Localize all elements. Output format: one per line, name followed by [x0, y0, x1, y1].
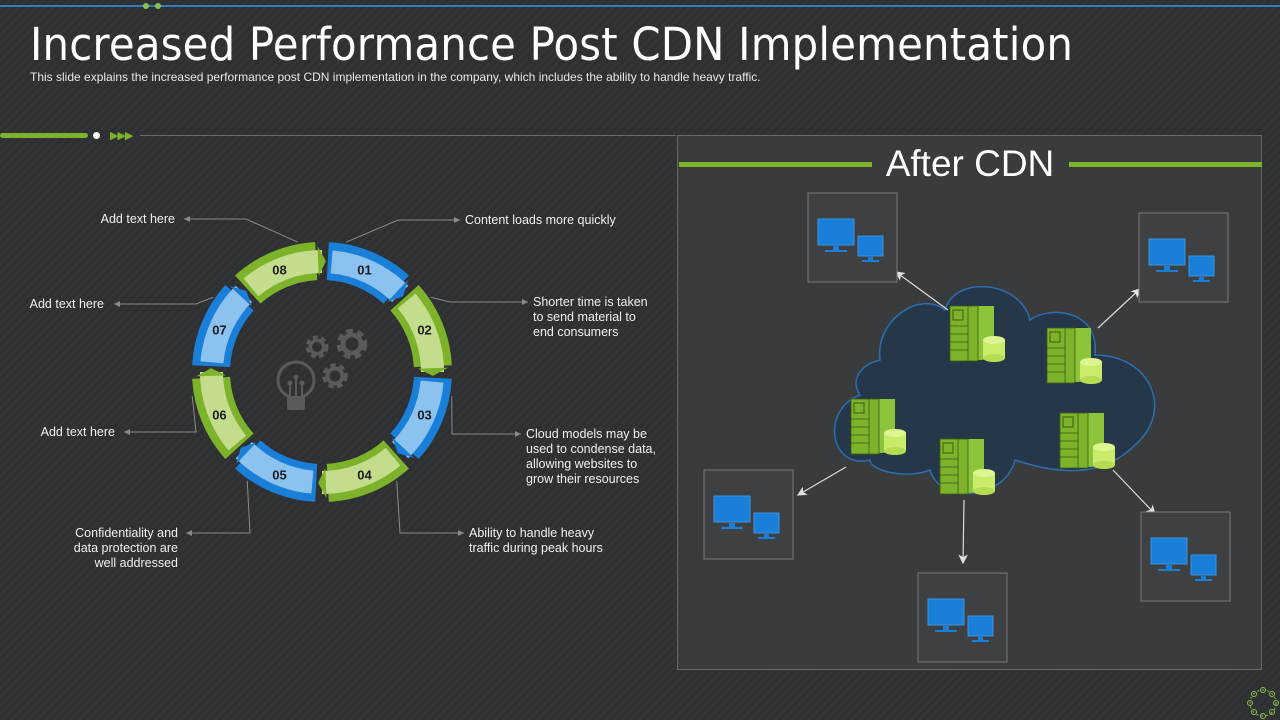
wheel-segment-02: 02: [390, 285, 452, 376]
wheel-segment-06: 06: [192, 368, 254, 459]
wheel-label-02: Shorter time is taken to send material t…: [533, 295, 648, 339]
panel-title-bar-right: [1069, 162, 1262, 167]
wheel-segment-05: 05: [235, 440, 318, 502]
wheel-segment-07: 07: [192, 285, 254, 368]
segment-arrow-tip: [318, 467, 327, 498]
segment-arrow-tip: [387, 279, 408, 302]
segment-inner-band: [397, 293, 444, 372]
wheel-label-01: Content loads more quickly: [465, 213, 616, 227]
segment-arrow-tip: [229, 286, 252, 307]
top-dot: [143, 3, 149, 9]
segment-number: 05: [272, 468, 286, 483]
connector-arrowhead: [522, 299, 528, 305]
lightbulb-gears-icon: [276, 328, 368, 410]
segment-inner-band: [330, 250, 409, 302]
connector-line: [430, 296, 528, 303]
segment-inner-band: [322, 447, 401, 494]
after-cdn-panel: [677, 135, 1262, 670]
connector-arrowhead: [458, 530, 464, 536]
wheel-label-06: Add text here: [40, 425, 115, 439]
segment-number: 06: [212, 407, 226, 422]
connector-line: [114, 296, 214, 305]
segment-inner-band: [243, 250, 322, 297]
top-dot: [155, 3, 161, 9]
segment-arrow-tip: [236, 442, 257, 465]
wheel-label-03: Cloud models may be used to condense dat…: [526, 427, 656, 486]
after-cdn-title: After CDN: [885, 143, 1055, 184]
connector-arrowhead: [454, 217, 460, 223]
segment-inner-band: [200, 372, 247, 451]
connector-line: [451, 396, 521, 435]
wheel-segment-04: 04: [318, 440, 409, 502]
wheel-diagram: 01 02 03 04 05 06 07 08: [114, 216, 528, 536]
segment-number: 02: [417, 323, 431, 338]
segment-inner-band: [200, 285, 252, 364]
panel-title-bar-left: [679, 162, 872, 167]
accent-dot: [93, 132, 100, 139]
connector-line: [186, 480, 251, 534]
wheel-label-05: Confidentiality and data protection are …: [73, 526, 178, 570]
wheel-label-07: Add text here: [29, 297, 104, 311]
segment-number: 03: [417, 407, 431, 422]
segment-number: 01: [357, 262, 371, 277]
segment-inner-band: [392, 380, 444, 459]
connector-line: [124, 396, 197, 433]
accent-divider: [140, 135, 676, 136]
slide-title: Increased Performance Post CDN Implement…: [30, 18, 1074, 71]
wheel-label-04: Ability to handle heavy traffic during p…: [469, 526, 603, 555]
connector-arrowhead: [186, 530, 192, 536]
wheel-segment-01: 01: [326, 242, 409, 304]
segment-arrow-tip: [417, 367, 448, 376]
connector-arrowhead: [124, 429, 130, 435]
segment-number: 04: [357, 468, 372, 483]
connector-line: [184, 218, 299, 243]
accent-bar: [0, 133, 88, 138]
segment-arrow-tip: [392, 437, 415, 458]
connector-arrowhead: [515, 431, 521, 437]
wheel-segment-03: 03: [390, 376, 452, 459]
accent-arrows-icon: ▶▶▶: [110, 130, 133, 142]
connector-arrowhead: [114, 301, 120, 307]
slide-subtitle: This slide explains the increased perfor…: [30, 70, 761, 84]
connector-arrowhead: [184, 216, 190, 222]
segment-arrow-tip: [196, 368, 227, 377]
segment-inner-band: [235, 442, 314, 494]
segment-number: 08: [272, 262, 286, 277]
segment-number: 07: [212, 323, 226, 338]
wheel-segment-08: 08: [235, 242, 326, 304]
segment-arrow-tip: [317, 246, 326, 277]
wheel-label-08: Add text here: [100, 212, 175, 226]
connector-line: [396, 480, 464, 534]
top-divider-line: [0, 5, 1280, 7]
connector-line: [345, 219, 460, 243]
corner-logo-icon: [1247, 687, 1279, 719]
